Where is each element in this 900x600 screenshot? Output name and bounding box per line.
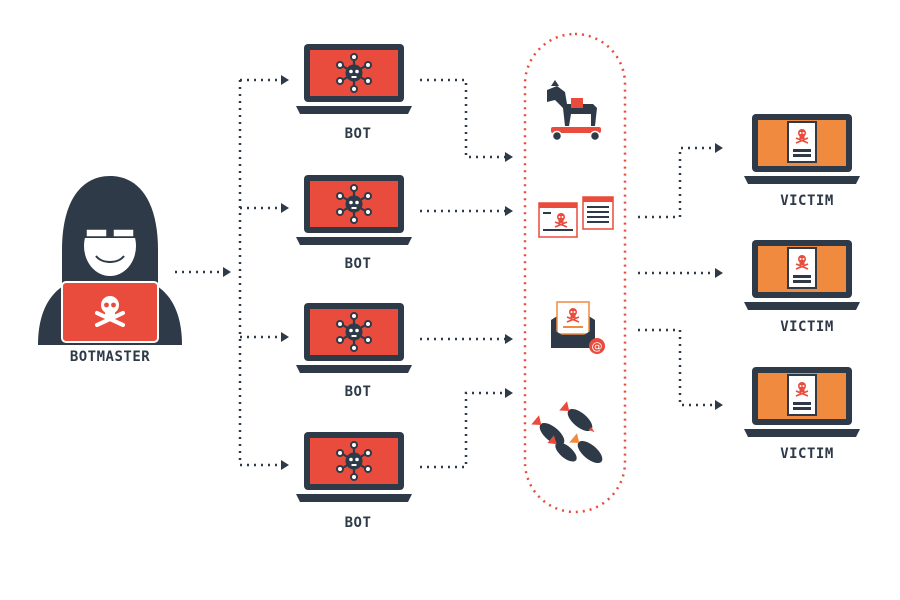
infected-document-icon: [788, 122, 816, 162]
phishing-email-icon: @: [551, 301, 605, 354]
bot-laptop: [296, 175, 412, 245]
bot-label: BOT: [344, 256, 372, 272]
botmaster-figure: [38, 176, 182, 345]
victim-label: VICTIM: [780, 193, 834, 209]
arrow-bot-1-to-attacks: [420, 78, 513, 162]
infected-document-icon: [788, 248, 816, 288]
skull-crossbones-icon: [95, 296, 125, 327]
arrow-attacks-to-victim-3: [638, 328, 723, 410]
victim-laptop: [744, 367, 860, 437]
bot-label: BOT: [344, 126, 372, 142]
victim-laptop: [744, 240, 860, 310]
infected-document-icon: [788, 375, 816, 415]
bot-label: BOT: [344, 384, 372, 400]
arrow-bot-4-to-attacks: [420, 388, 513, 469]
botmaster-laptop: [61, 281, 159, 343]
spam-pages-icon: [538, 196, 614, 238]
bot-laptop: [296, 44, 412, 114]
trojan-horse-icon: [547, 80, 601, 142]
arrow-attacks-to-victim-1: [638, 143, 723, 219]
victim-label: VICTIM: [780, 319, 834, 335]
bot-label: BOT: [344, 515, 372, 531]
bot-laptop: [296, 303, 412, 373]
victim-label: VICTIM: [780, 446, 834, 462]
bot-laptop: [296, 432, 412, 502]
connectors: [175, 75, 723, 470]
attack-methods-capsule: [523, 32, 627, 514]
bombs-icon: [531, 401, 603, 464]
botmaster-label: BOTMASTER: [69, 349, 151, 365]
svg-text:@: @: [592, 340, 603, 353]
victim-laptop: [744, 114, 860, 184]
